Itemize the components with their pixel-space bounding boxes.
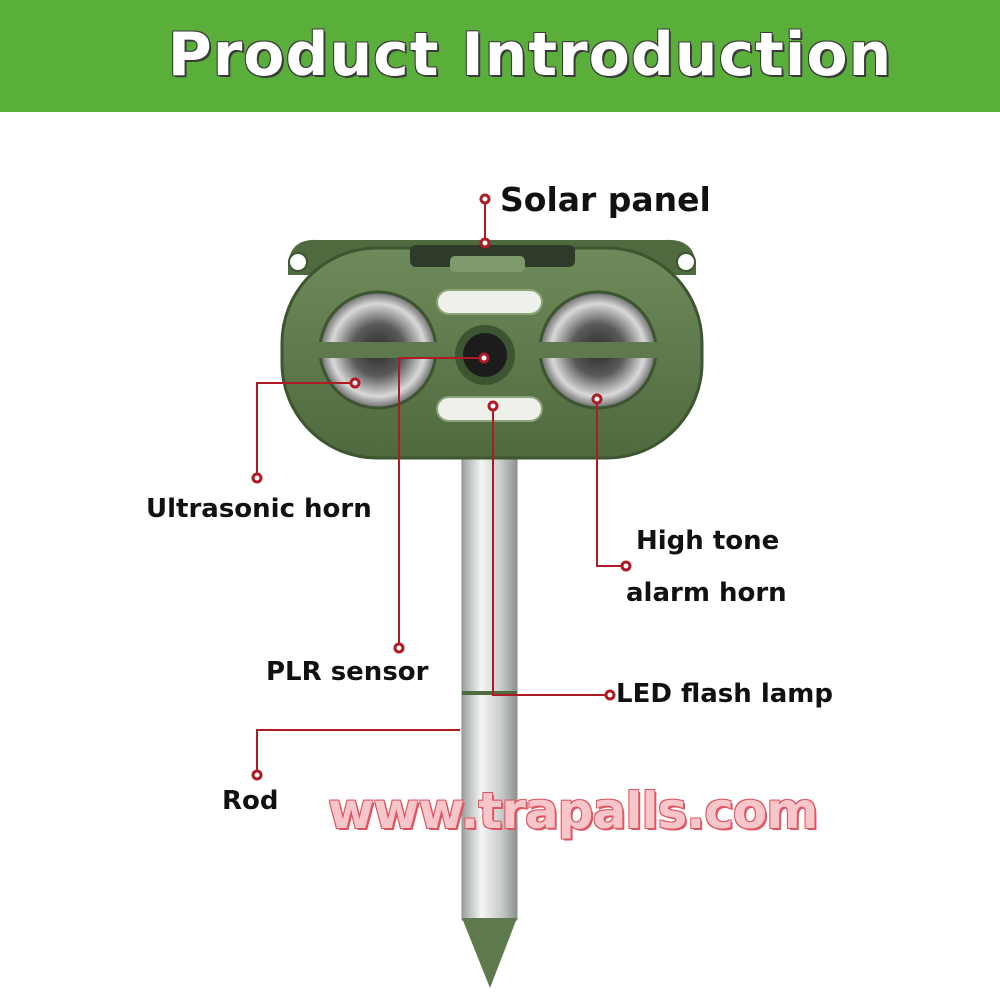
led-strip-top xyxy=(436,289,543,315)
page-title: Product Introduction xyxy=(167,20,893,90)
label-rod: Rod xyxy=(222,786,279,816)
rod xyxy=(461,449,518,988)
header-banner: Product Introduction xyxy=(0,0,1000,112)
label-ultrasonic-horn: Ultrasonic horn xyxy=(146,494,372,524)
rod-spike xyxy=(462,918,517,988)
callout-lines xyxy=(256,199,626,775)
label-solar-panel: Solar panel xyxy=(500,180,711,219)
mount-hole-left xyxy=(288,252,308,272)
label-alarm-horn: alarm horn xyxy=(626,578,787,608)
label-high-tone: High tone xyxy=(636,526,780,556)
label-led-flash-lamp: LED flash lamp xyxy=(616,679,833,709)
label-plr-sensor: PLR sensor xyxy=(266,657,429,687)
mount-hole-right xyxy=(676,252,696,272)
callout-dots xyxy=(251,193,632,781)
watermark: www.trapalls.com xyxy=(328,782,818,840)
